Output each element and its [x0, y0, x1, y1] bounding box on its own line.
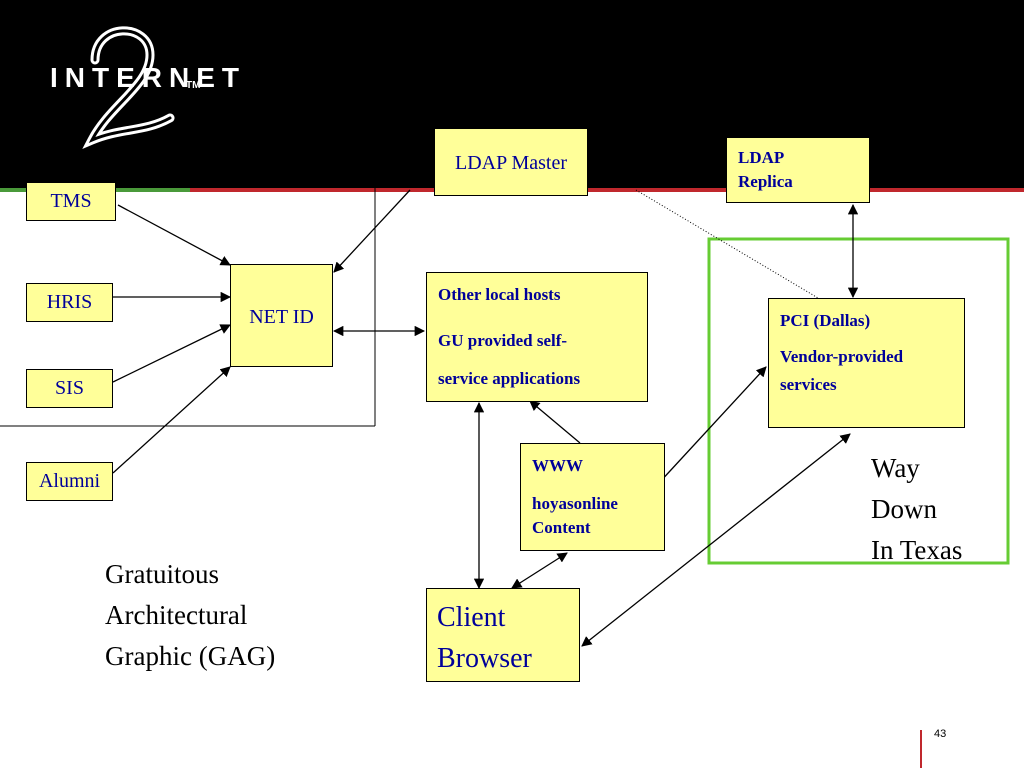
arrow-www-otherhosts — [529, 400, 581, 444]
slide-number: 43 — [934, 728, 947, 740]
way-line2: Down — [871, 494, 937, 524]
arrow-ldapmaster-netid — [333, 189, 411, 273]
way-line3: In Texas — [871, 535, 963, 565]
node-alumni: Alumni — [26, 462, 113, 501]
node-hris: HRIS — [26, 283, 113, 322]
footer-divider — [920, 730, 922, 768]
gag-line1: Gratuitous — [105, 559, 219, 589]
arrow-tms-netid — [117, 204, 231, 266]
client-line1: Client — [437, 602, 506, 633]
ldap-replica-line1: LDAP — [738, 148, 785, 167]
ldap-replica-line2: Replica — [738, 172, 793, 191]
node-other-hosts: Other local hosts GU provided self- serv… — [426, 272, 648, 402]
client-line2: Browser — [437, 643, 532, 674]
other-hosts-line2: GU provided self- — [438, 331, 568, 350]
logo-trademark: TM — [186, 80, 201, 91]
header-stripe-red — [190, 188, 1024, 192]
pci-title: PCI (Dallas) — [780, 311, 871, 330]
arrow-www-client — [511, 552, 568, 589]
node-ldap-replica: LDAP Replica — [726, 137, 870, 203]
arrow-client-pci — [581, 433, 851, 647]
pci-line2: Vendor-provided — [780, 347, 904, 366]
arrow-www-pci — [657, 366, 767, 485]
gag-caption: Gratuitous Architectural Graphic (GAG) — [105, 554, 275, 677]
www-line2: hoyasonline — [532, 494, 618, 513]
node-ldap-master: LDAP Master — [434, 128, 588, 196]
other-hosts-line3: service applications — [438, 369, 581, 388]
www-title: WWW — [532, 456, 583, 475]
node-client-browser: Client Browser — [426, 588, 580, 682]
pci-line3: services — [780, 375, 837, 394]
www-line3: Content — [532, 518, 591, 537]
gag-line3: Graphic (GAG) — [105, 641, 276, 671]
node-pci: PCI (Dallas) Vendor-provided services — [768, 298, 965, 428]
texas-region-border — [707, 237, 1010, 565]
node-sis: SIS — [26, 369, 113, 408]
node-tms: TMS — [26, 182, 116, 221]
arrow-sis-netid — [112, 324, 231, 383]
arrow-alumni-netid — [112, 366, 231, 474]
node-netid: NET ID — [230, 264, 333, 367]
gag-line2: Architectural — [105, 600, 248, 630]
node-www: WWW hoyasonline Content — [520, 443, 665, 551]
way-down-caption: Way Down In Texas — [871, 448, 962, 571]
dotted-link-ldap-pci — [635, 189, 819, 299]
internet2-logo-mark — [82, 26, 175, 150]
other-hosts-title: Other local hosts — [438, 285, 561, 304]
logo-wordmark: INTERNET — [50, 62, 246, 93]
way-line1: Way — [871, 453, 920, 483]
